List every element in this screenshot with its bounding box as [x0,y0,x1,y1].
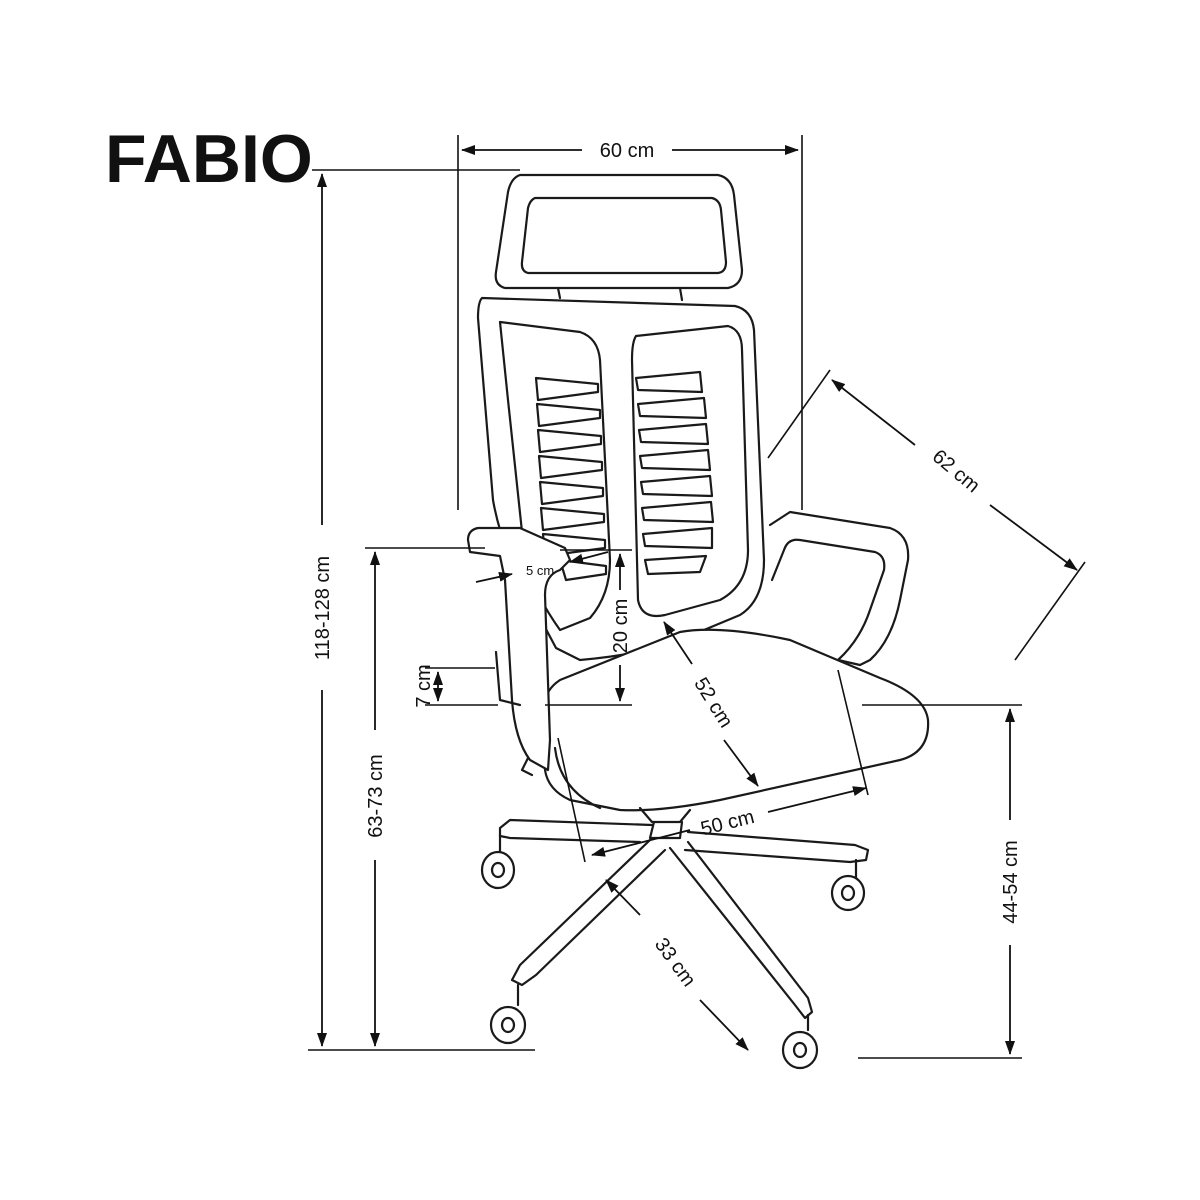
gas-lift [638,806,692,840]
dimension-lumbar: 7 cm [413,664,498,708]
product-title: FABIO [105,121,313,197]
caster-back-right [830,858,866,912]
dimension-base-leg: 33 cm [605,879,749,1051]
chair-drawing [466,173,930,1070]
dimension-armrest-width-label: 5 cm [526,563,554,578]
backrest [476,296,766,662]
dimension-total-height: 118-128 cm [308,169,535,1051]
caster-front-left [489,983,527,1045]
dimension-lumbar-label: 7 cm [413,664,435,707]
dimension-armrest-to-seat: 20 cm [545,549,632,706]
caster-back-left [480,833,516,890]
dimension-armrest-to-seat-label: 20 cm [610,599,632,653]
dimension-armrest-height: 63-73 cm [365,547,485,1047]
dimension-width-label: 60 cm [600,140,654,162]
dimension-base-leg-label: 33 cm [650,934,700,991]
dimension-armrest-height-label: 63-73 cm [365,754,387,837]
armrest-right [768,510,910,667]
dimension-width: 60 cm [457,135,803,510]
dimension-armrest-width: 5 cm [475,551,609,583]
caster-front-right [781,1013,819,1070]
dimension-total-height-label: 118-128 cm [312,556,334,660]
dimension-seat-height-label: 44-54 cm [1000,840,1022,923]
headrest [494,173,744,302]
armrest-left [466,526,572,777]
backrest-ribs-right [634,370,715,576]
dimension-depth-label: 62 cm [928,445,984,497]
dimension-seat-height: 44-54 cm [858,704,1022,1059]
